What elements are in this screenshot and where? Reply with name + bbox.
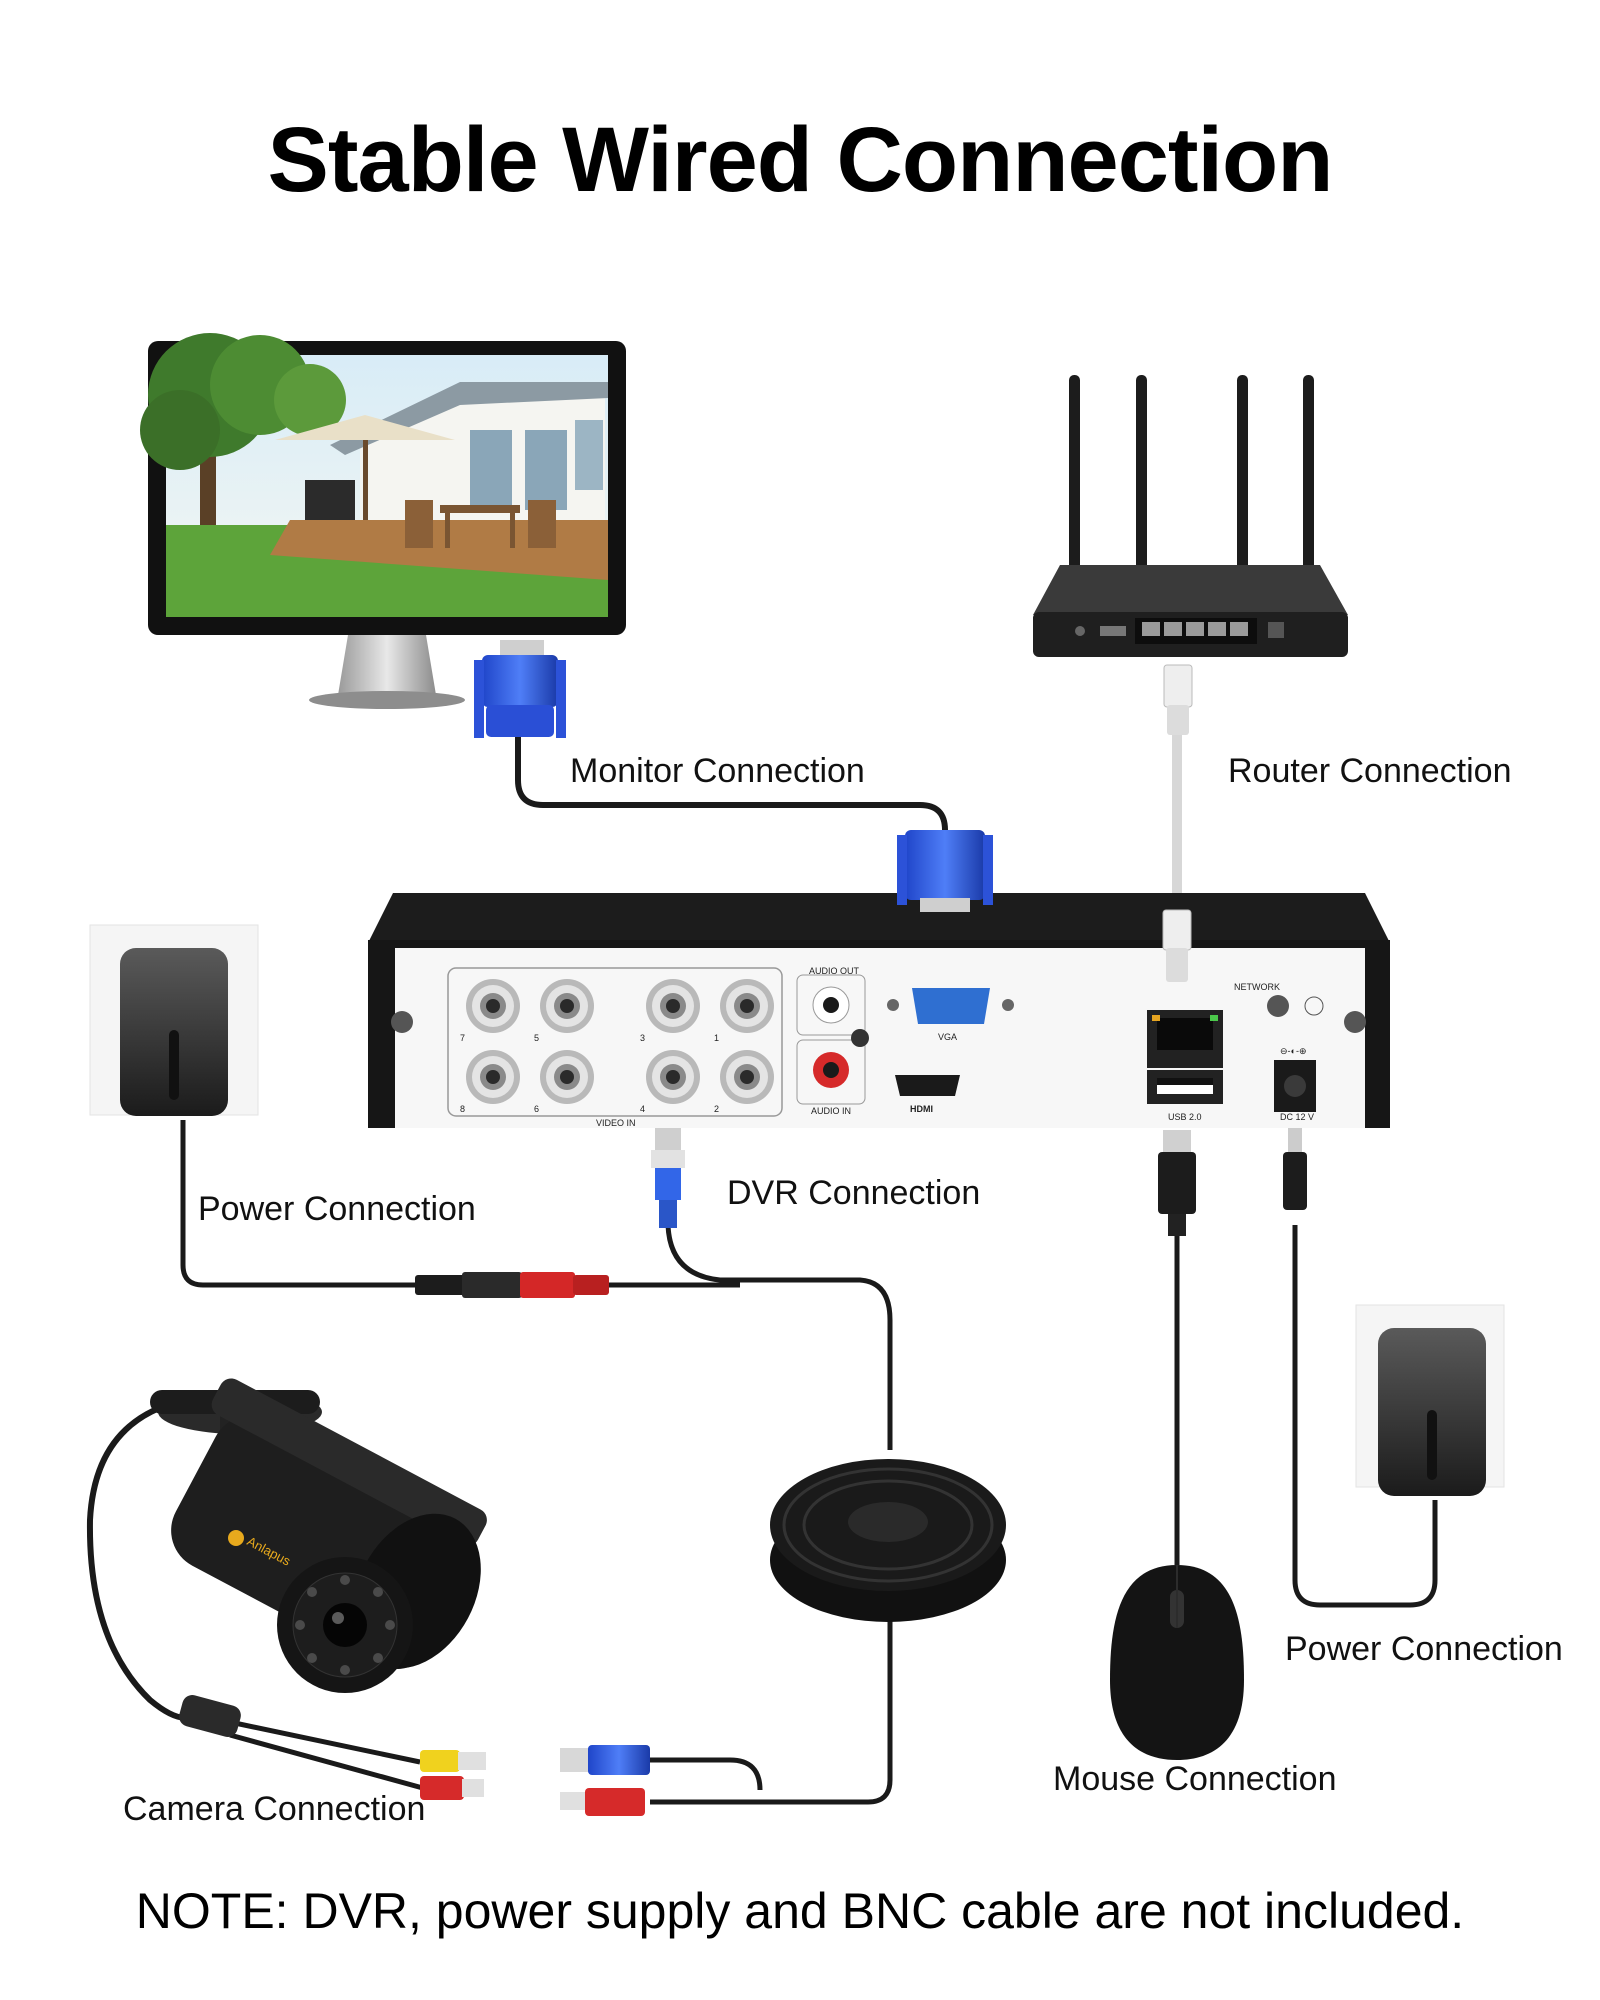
camera-pigtail-connectors [179,1695,486,1800]
power-cable-left [180,1120,420,1288]
power-splice-connector [415,1272,609,1298]
bnc-port-number: 6 [534,1104,539,1114]
security-camera-icon: Anlapus [150,1378,487,1693]
power-cable-right [1292,1225,1438,1608]
ethernet-plug-dvr [1162,909,1192,982]
hdmi-label: HDMI [910,1104,933,1114]
usb-plug [1158,1130,1196,1236]
network-label: NETWORK [1234,982,1280,992]
network-port [1147,1010,1223,1068]
bnc-port-number: 7 [460,1033,465,1043]
ground-icon [1304,996,1324,1016]
bnc-port-number: 3 [640,1033,645,1043]
dc-power-port [1274,1060,1316,1112]
dvr-connection-label: DVR Connection [727,1174,981,1212]
camera-cable [86,1397,197,1721]
bnc-port [720,979,774,1033]
dc-plug [1283,1128,1307,1210]
note-text: NOTE: DVR, power supply and BNC cable ar… [135,1883,1465,1939]
power-connection-left-label: Power Connection [198,1190,476,1228]
camera-connection-label: Camera Connection [123,1790,426,1828]
bnc-ports: 7 5 3 1 8 6 4 2 [460,979,774,1114]
bnc-port-number: 2 [714,1104,719,1114]
ethernet-plug-router [1163,664,1193,735]
vga-plug-monitor [474,640,566,738]
bnc-port [720,1050,774,1104]
monitor-connection-label: Monitor Connection [570,752,865,790]
camera-logo-icon [228,1530,244,1546]
dc-label: DC 12 V [1280,1112,1314,1122]
vga-port [887,988,1014,1024]
bnc-port [540,979,594,1033]
bnc-port [646,1050,700,1104]
audio-out-port [796,974,866,1036]
bnc-port [646,979,700,1033]
polarity-icon: ⊖-◐-⊕ [1280,1046,1307,1056]
audio-out-label: AUDIO OUT [809,966,860,976]
bnc-port-number: 8 [460,1104,465,1114]
router-icon [1033,375,1348,657]
dc-connector-camera-side [560,1788,645,1816]
power-adapter-left-icon [89,924,259,1116]
dvr-device [368,893,1390,1128]
vga-cable [515,735,948,850]
video-in-label: VIDEO IN [596,1118,636,1128]
audio-in-port [796,1039,866,1105]
power-connection-right-label: Power Connection [1285,1630,1563,1668]
mouse-icon [1110,1565,1244,1760]
bnc-port-number: 4 [640,1104,645,1114]
vga-plug-dvr [897,830,993,912]
router-connection-label: Router Connection [1228,752,1512,790]
audio-in-label: AUDIO IN [811,1106,851,1116]
page-title: Stable Wired Connection [267,109,1334,211]
bnc-port [466,979,520,1033]
bnc-port [466,1050,520,1104]
bnc-port-number: 5 [534,1033,539,1043]
bnc-port-number: 1 [714,1033,719,1043]
cable-coil-icon [770,1459,1006,1622]
monitor-icon [140,333,626,709]
usb-label: USB 2.0 [1168,1112,1202,1122]
bnc-cable [665,1224,893,1450]
hdmi-port [895,1075,960,1096]
mouse-connection-label: Mouse Connection [1053,1760,1337,1798]
bnc-plug-dvr [651,1128,685,1228]
usb-port [1147,1070,1223,1104]
bnc-port [540,1050,594,1104]
network-screw-icon [1267,995,1289,1017]
bnc-connector-camera-side [560,1745,650,1775]
ground-screw-icon [851,1029,869,1047]
vga-label: VGA [938,1032,957,1042]
power-adapter-right-icon [1355,1304,1505,1496]
